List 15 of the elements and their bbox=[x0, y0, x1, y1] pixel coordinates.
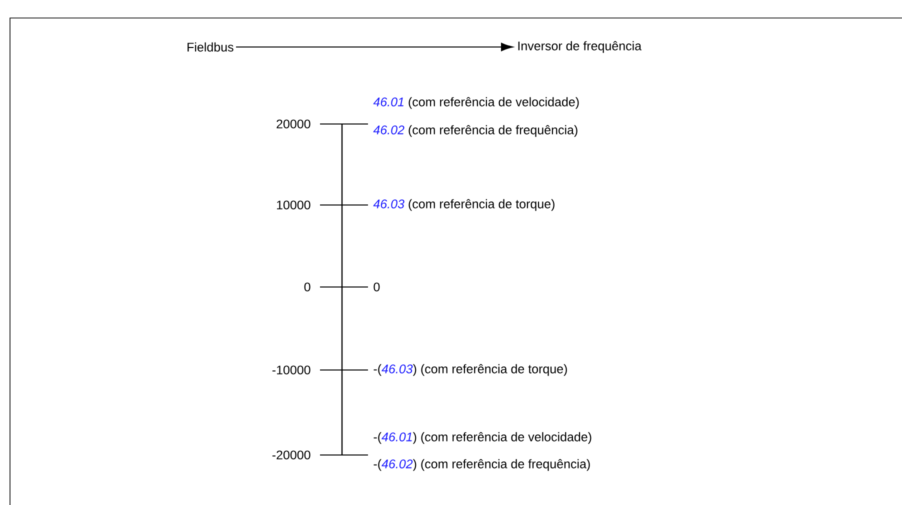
tick-value: -20000 bbox=[272, 450, 310, 460]
arrow bbox=[236, 42, 514, 52]
tick-value: 0 bbox=[304, 282, 310, 292]
scale-label: -(46.03) (com referência de torque) bbox=[374, 364, 567, 376]
scale-label: -(46.01) (com referência de velocidade) bbox=[374, 432, 592, 444]
tick-value: -10000 bbox=[272, 366, 310, 374]
text-label: Fieldbus bbox=[188, 42, 234, 52]
tick-value: 20000 bbox=[276, 120, 310, 128]
scale-label: -(46.02) (com referência de frequência) bbox=[374, 459, 590, 471]
scale-label: 46.03 (com referência de torque) bbox=[373, 199, 554, 211]
scale-label: 46.02 (com referência de frequência) bbox=[373, 125, 578, 137]
text-label: Inversor de frequência bbox=[518, 41, 642, 53]
tick-value: 10000 bbox=[277, 200, 310, 210]
scale-label: 46.01 (com referência de velocidade) bbox=[373, 97, 579, 109]
scale-label: 0 bbox=[374, 282, 380, 292]
